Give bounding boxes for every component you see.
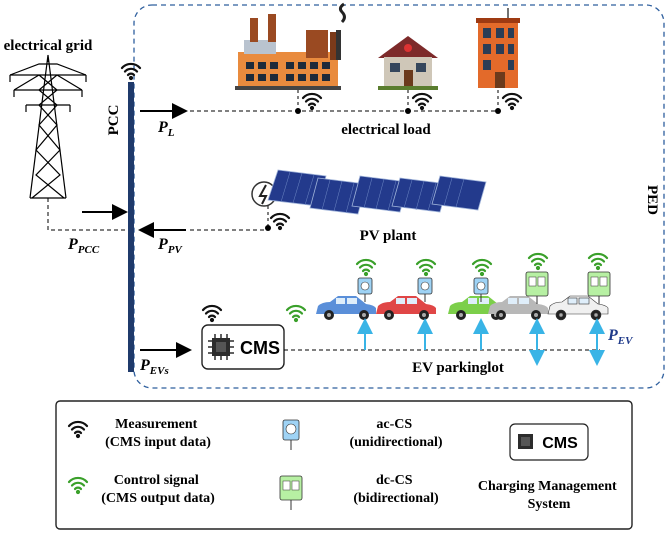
legend-box bbox=[55, 400, 633, 530]
ac-charger-icon bbox=[473, 277, 489, 302]
legend-control: Control signal (CMS output data) bbox=[101, 473, 215, 506]
house-icon bbox=[378, 36, 438, 90]
apartment-building-icon bbox=[476, 8, 520, 88]
legend-cms-label: CMS bbox=[542, 435, 578, 452]
transmission-tower-icon bbox=[9, 54, 87, 199]
ev-parkinglot-label: EV parkinglot bbox=[412, 360, 504, 376]
legend-ac-cs: ac-CS (unidirectional) bbox=[349, 417, 442, 450]
cms-box bbox=[201, 324, 285, 370]
legend-ac-charger-icon bbox=[282, 419, 300, 450]
solar-panel-icon bbox=[267, 169, 487, 215]
legend-chip-icon bbox=[518, 434, 533, 449]
pl-label: PL bbox=[157, 119, 175, 139]
chip-icon bbox=[208, 334, 234, 360]
ppv-label: PPV bbox=[157, 236, 184, 256]
ppcc-label: PPCC bbox=[67, 236, 100, 256]
pevs-label: PEVs bbox=[139, 357, 169, 377]
car-icon bbox=[376, 296, 436, 320]
electrical-grid-label: electrical grid bbox=[4, 38, 93, 54]
legend-cms-desc: Charging Management System bbox=[478, 479, 620, 512]
electrical-load-label: electrical load bbox=[341, 122, 431, 138]
car-icon bbox=[488, 296, 548, 320]
legend-measurement: Measurement (CMS input data) bbox=[105, 417, 211, 450]
legend-dc-charger-icon bbox=[279, 475, 303, 510]
pcc-busbar bbox=[128, 82, 134, 372]
legend-cms-box bbox=[509, 423, 589, 461]
pcc-label: PCC bbox=[106, 105, 122, 136]
ac-charger-icon bbox=[417, 277, 433, 302]
dc-charger-icon bbox=[587, 271, 611, 304]
ped-label: PED bbox=[644, 185, 660, 215]
dc-charger-icon bbox=[525, 271, 549, 304]
cms-label: CMS bbox=[240, 338, 280, 358]
pev-label: PEV bbox=[607, 327, 634, 347]
pv-plant-label: PV plant bbox=[360, 228, 417, 244]
factory-icon bbox=[235, 2, 346, 90]
car-icon bbox=[316, 296, 376, 320]
legend-dc-cs: dc-CS (bidirectional) bbox=[353, 473, 439, 506]
ped-boundary bbox=[133, 4, 665, 389]
ac-charger-icon bbox=[357, 277, 373, 302]
